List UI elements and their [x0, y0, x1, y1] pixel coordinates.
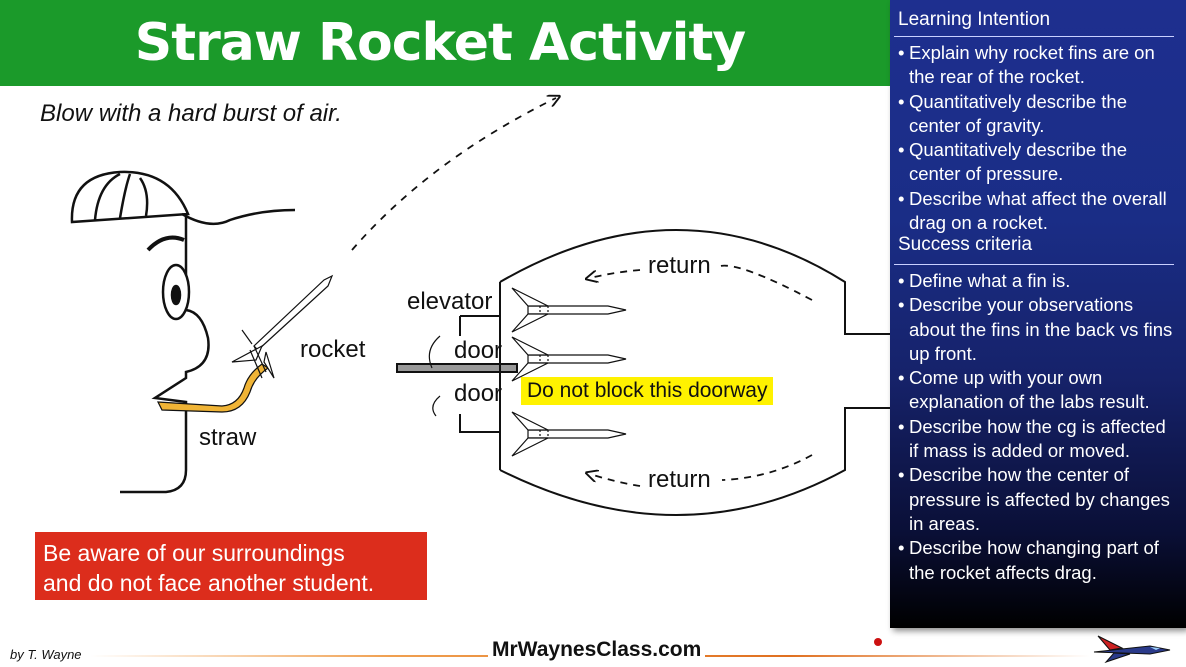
learning-intention-heading: Learning Intention — [898, 9, 1051, 30]
straw-rocket-diagram — [70, 0, 890, 516]
site-link[interactable]: MrWaynesClass.com — [488, 638, 706, 662]
list-item: •Describe your observations about the fi… — [898, 294, 1173, 364]
warning-line-2: and do not face another student. — [43, 570, 375, 596]
door-top-label: door — [454, 337, 503, 364]
chamber-rocket-2 — [511, 336, 627, 382]
list-item: •Define what a fin is. — [898, 270, 1071, 291]
safety-warning-box: Be aware of our surroundings and do not … — [35, 532, 427, 600]
student-head — [70, 170, 296, 494]
test-chamber — [499, 229, 890, 516]
return-arrow-bottom — [590, 454, 813, 487]
page-title: Straw Rocket Activity — [134, 13, 746, 73]
trajectory-arrow — [351, 98, 556, 251]
divider — [894, 264, 1174, 265]
side-panel: Learning Intention •Explain why rocket f… — [890, 0, 1186, 628]
list-item: •Describe how the cg is affected if mass… — [898, 415, 1166, 462]
success-criteria-heading: Success criteria — [898, 234, 1033, 255]
straw — [156, 363, 270, 413]
success-criteria-list: •Define what a fin is. •Describe your ob… — [898, 269, 1180, 585]
list-item: •Describe what affect the overall drag o… — [898, 187, 1167, 234]
straw-label: straw — [199, 424, 257, 451]
return-top-label: return — [648, 252, 711, 279]
launcher — [396, 315, 518, 433]
rocket-label: rocket — [300, 336, 366, 363]
doorway-warning-highlight: Do not block this doorway — [521, 377, 774, 405]
divider — [894, 36, 1174, 37]
list-item: •Describe how the center of pressure is … — [898, 464, 1170, 534]
list-item: •Quantitatively describe the center of p… — [898, 139, 1128, 185]
list-item: •Explain why rocket fins are on the rear… — [898, 42, 1155, 88]
launched-rocket — [231, 274, 334, 379]
list-item: •Describe how changing part of the rocke… — [898, 537, 1159, 583]
learning-intention-list: •Explain why rocket fins are on the rear… — [898, 41, 1180, 235]
list-item: •Come up with your own explanation of th… — [898, 367, 1150, 413]
elevator-label: elevator — [407, 288, 493, 315]
title-bar: Straw Rocket Activity — [0, 0, 890, 86]
warning-line-1: Be aware of our surroundings — [43, 540, 345, 566]
instruction-text: Blow with a hard burst of air. — [40, 100, 342, 127]
chamber-rocket-1 — [511, 287, 627, 333]
return-bottom-label: return — [648, 466, 711, 493]
red-dot — [874, 638, 882, 646]
author-byline: by T. Wayne — [10, 647, 82, 662]
jet-logo-icon — [1093, 635, 1171, 664]
list-item: •Quantitatively describe the center of g… — [898, 90, 1128, 136]
return-arrow-top — [590, 264, 813, 301]
door-bottom-label: door — [454, 380, 503, 407]
chamber-rocket-3 — [511, 411, 627, 457]
